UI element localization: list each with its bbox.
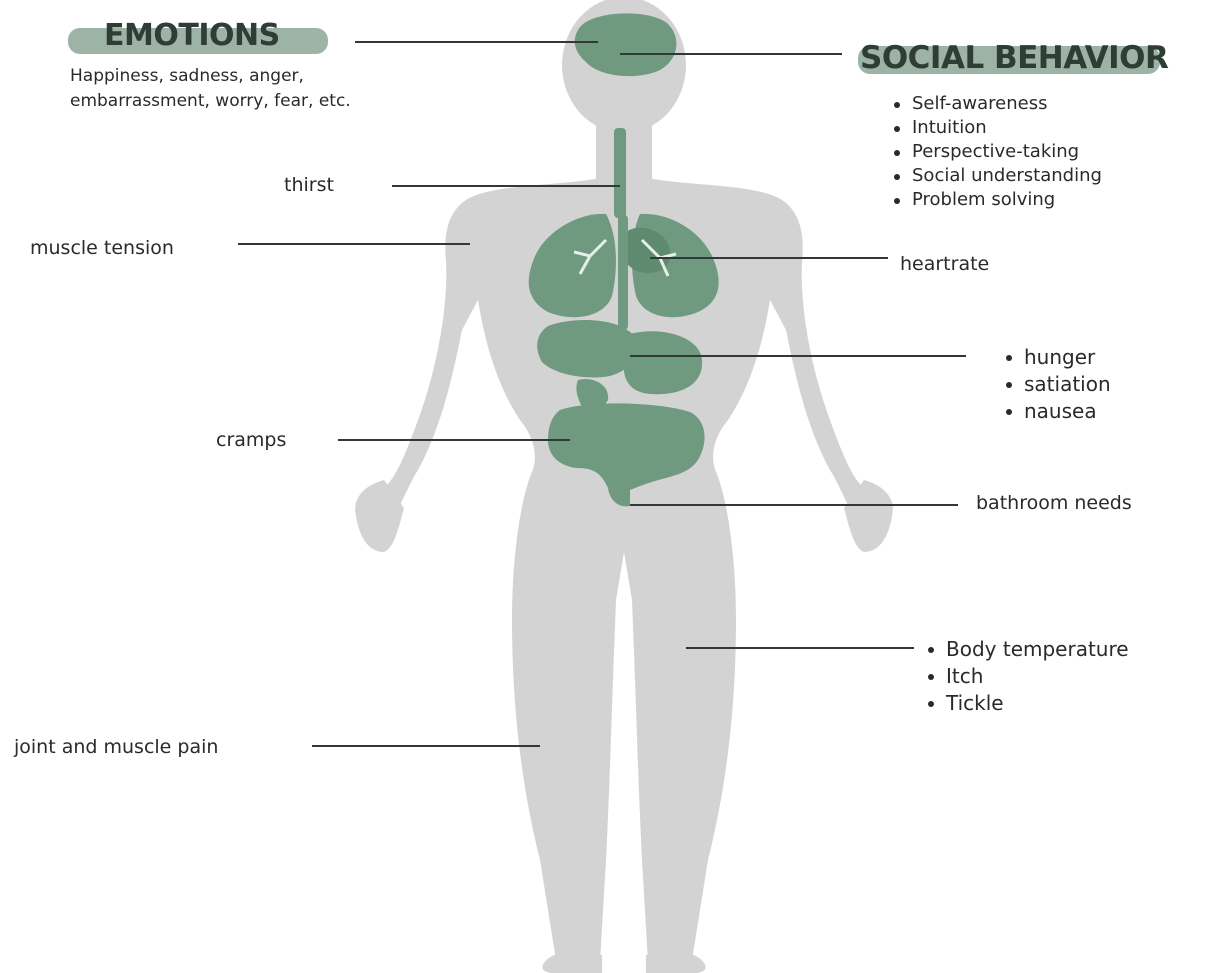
list-item: Self-awareness bbox=[890, 92, 1102, 116]
label-cramps: cramps bbox=[216, 428, 286, 452]
list-item: Tickle bbox=[924, 690, 1129, 717]
emotions-description: Happiness, sadness, anger, embarrassment… bbox=[70, 64, 410, 114]
label-bathroom-needs: bathroom needs bbox=[976, 491, 1132, 515]
list-item: Itch bbox=[924, 663, 1129, 690]
emotions-title: EMOTIONS bbox=[104, 18, 280, 53]
list-item: satiation bbox=[1002, 371, 1111, 398]
list-item: hunger bbox=[1002, 344, 1111, 371]
list-item: Perspective-taking bbox=[890, 140, 1102, 164]
digestion-list: hunger satiation nausea bbox=[1002, 344, 1111, 425]
label-joint-muscle-pain: joint and muscle pain bbox=[14, 735, 218, 759]
list-item: Intuition bbox=[890, 116, 1102, 140]
list-item: nausea bbox=[1002, 398, 1111, 425]
list-item: Social understanding bbox=[890, 164, 1102, 188]
social-behavior-list: Self-awareness Intuition Perspective-tak… bbox=[890, 92, 1102, 212]
label-muscle-tension: muscle tension bbox=[30, 236, 174, 260]
social-behavior-title: SOCIAL BEHAVIOR bbox=[860, 40, 1168, 76]
liver bbox=[537, 320, 637, 377]
skin-list: Body temperature Itch Tickle bbox=[924, 636, 1129, 717]
list-item: Problem solving bbox=[890, 188, 1102, 212]
label-thirst: thirst bbox=[284, 173, 334, 197]
trachea bbox=[614, 128, 626, 218]
list-item: Body temperature bbox=[924, 636, 1129, 663]
label-heartrate: heartrate bbox=[900, 252, 989, 276]
